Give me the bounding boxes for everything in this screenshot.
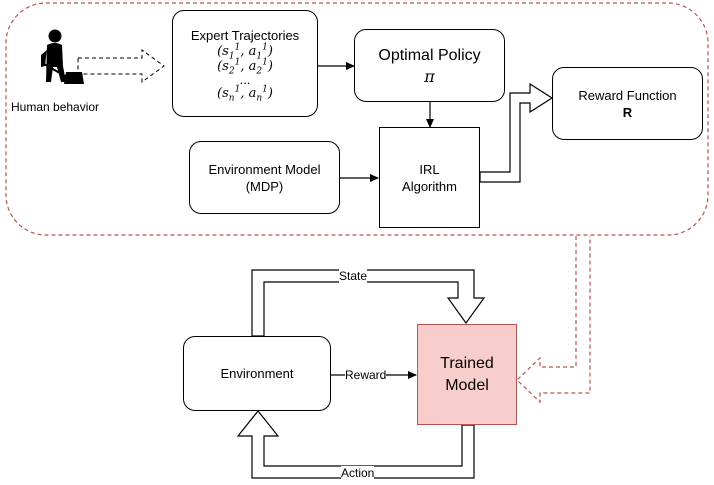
expert-trajectories-title: Expert Trajectories — [190, 27, 300, 43]
action-arrow — [236, 410, 475, 479]
expert-trajectories-box: Expert Trajectories (s11, a11) (s21, a21… — [172, 10, 318, 117]
trajectory-row-1: (s11, a11) — [217, 42, 273, 62]
state-edge-label: State — [339, 269, 368, 283]
irl-algorithm-box: IRL Algorithm — [379, 127, 480, 228]
reward-function-symbol: R — [622, 104, 633, 120]
irl-region-outline — [5, 2, 709, 236]
trajectory-row-2: (s21, a21) — [217, 57, 273, 77]
trajectory-ellipsis: ... — [239, 71, 251, 87]
policy-symbol: π — [424, 67, 435, 86]
environment-model-line2: (MDP) — [245, 178, 284, 194]
action-edge-label: Action — [341, 466, 375, 480]
irl-algorithm-line2: Algorithm — [402, 178, 457, 194]
environment-model-box: Environment Model (MDP) — [189, 141, 340, 214]
trained-model-box: Trained Model — [417, 324, 517, 425]
reward-function-box: Reward Function R — [552, 67, 703, 140]
optimal-policy-title: Optimal Policy — [378, 47, 481, 64]
reward-function-title: Reward Function — [578, 87, 677, 103]
reward-edge-label: Reward — [345, 368, 387, 382]
irl-algorithm-line1: IRL — [419, 161, 440, 177]
state-arrow — [251, 269, 486, 337]
environment-model-line1: Environment Model — [208, 161, 321, 177]
environment-box: Environment — [183, 336, 331, 411]
trained-model-line1: Trained — [440, 354, 494, 372]
trajectory-row-n: (sn1, an1) — [217, 84, 273, 104]
human-to-expert-arrow — [77, 49, 165, 83]
irl-to-reward-arrow — [479, 82, 554, 183]
trained-model-line2: Model — [445, 376, 489, 394]
reward-feedback-arrow — [516, 236, 591, 404]
human-behavior-label: Human behavior — [11, 100, 100, 114]
optimal-policy-box: Optimal Policy π — [354, 29, 505, 102]
worker-icon — [41, 29, 84, 84]
environment-label: Environment — [220, 366, 294, 381]
